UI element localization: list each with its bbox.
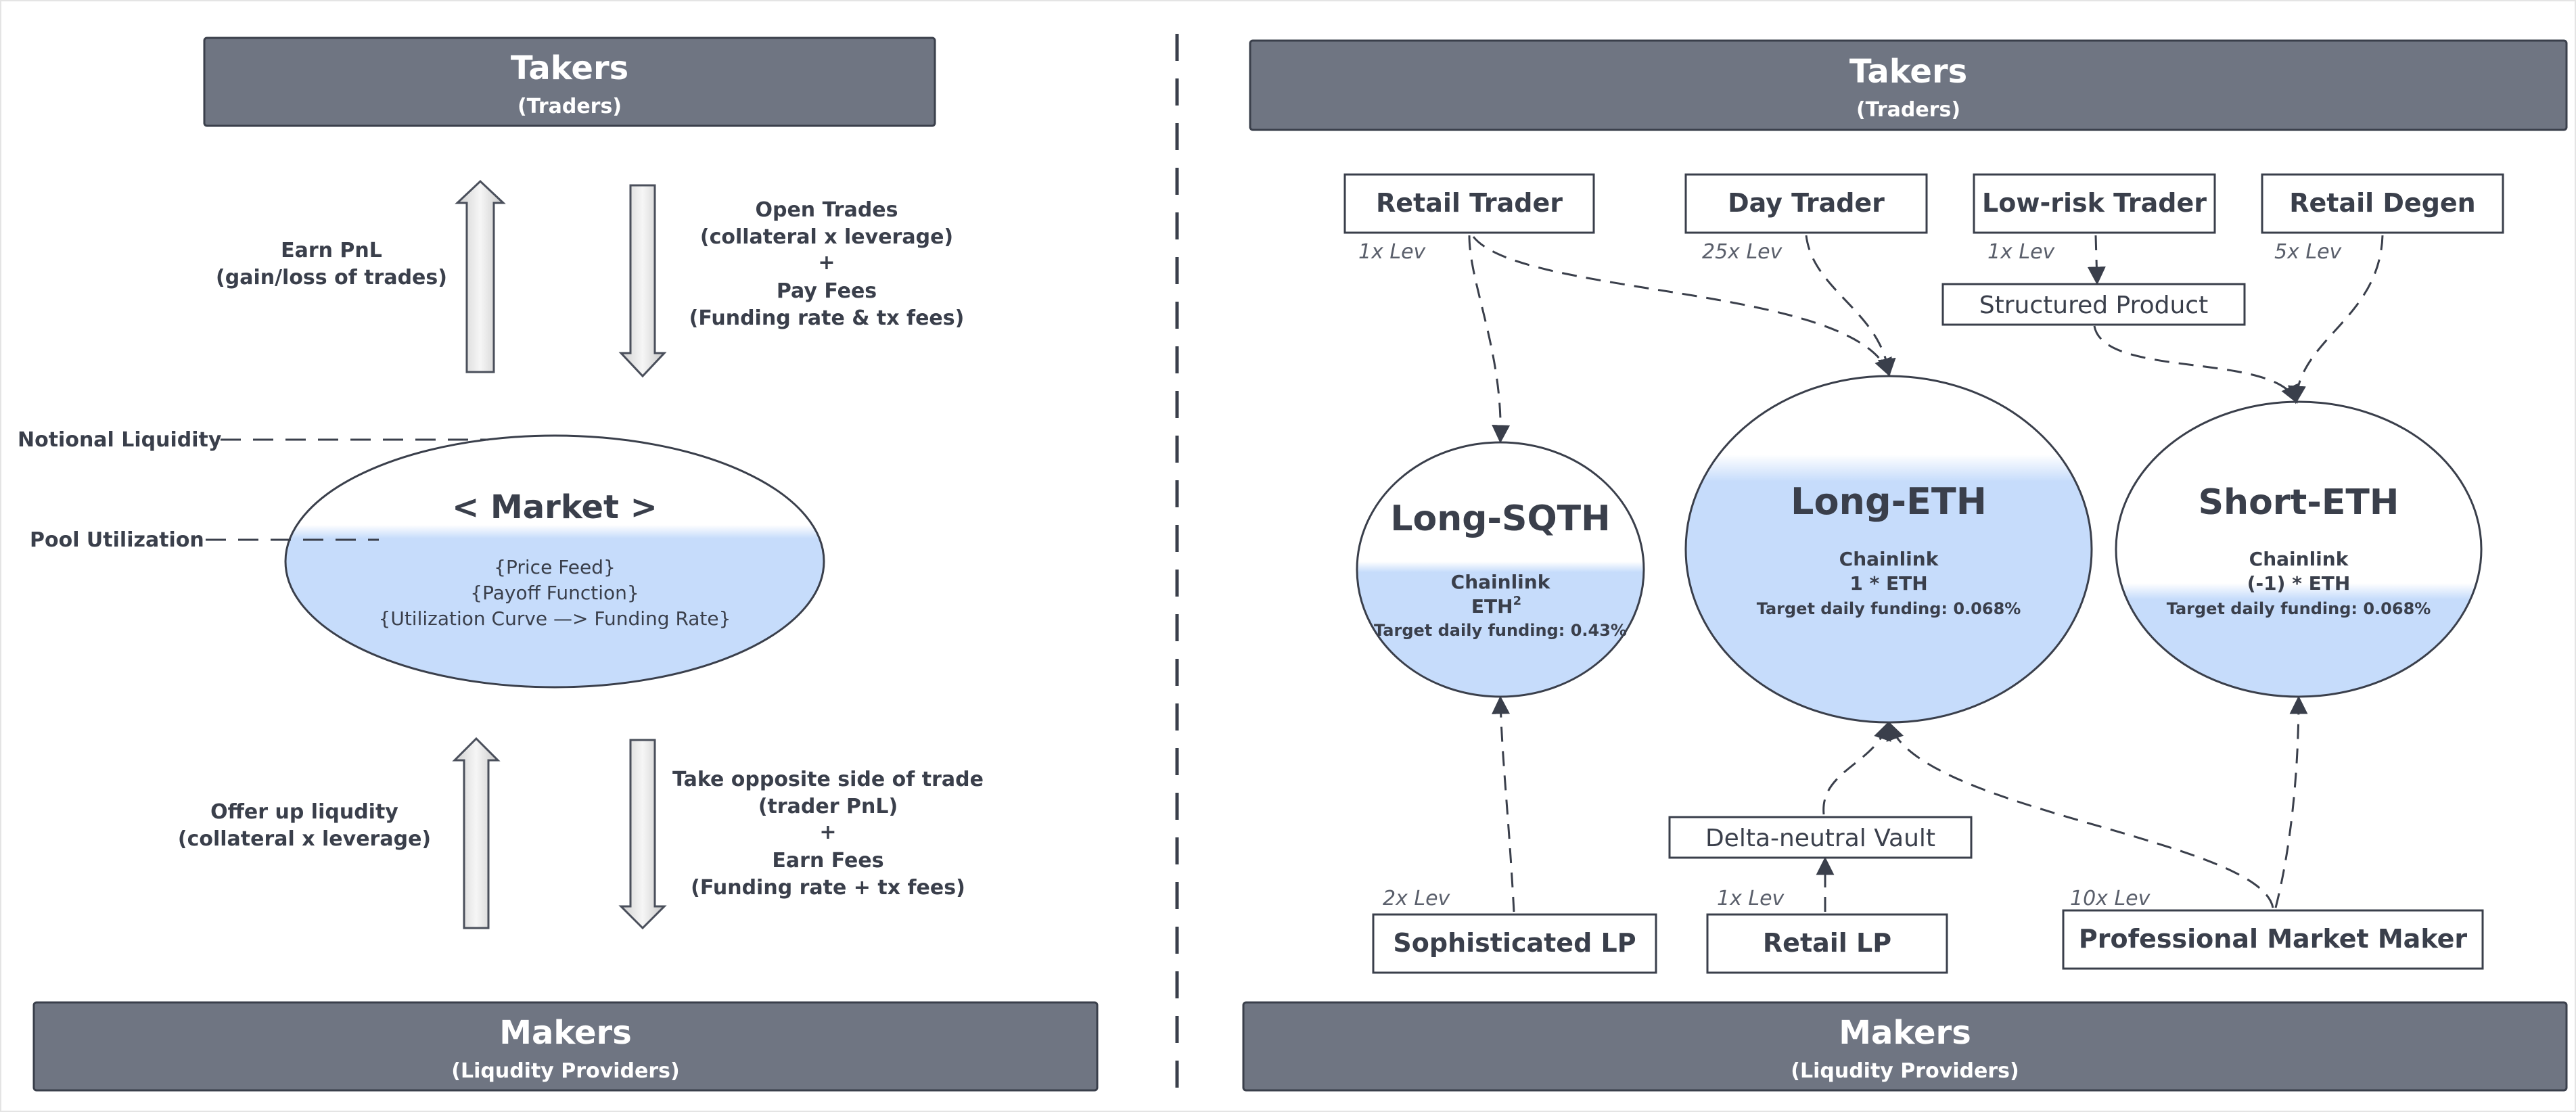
take-opposite-line-1: Take opposite side of trade — [672, 768, 984, 791]
left-makers-subtitle: (Liqudity Providers) — [451, 1059, 679, 1083]
trader-retail-degen: Retail Degen 5x Lev — [2261, 173, 2504, 264]
connector-sophisticated-lp-to-long-sqth — [1492, 695, 1515, 912]
trader-leverage: 1x Lev — [1358, 240, 1427, 264]
right-makers-banner: Makers (Liqudity Providers) — [1242, 1001, 2568, 1092]
notional-liquidity-label: Notional Liquidity — [18, 428, 222, 452]
right-makers-title: Makers — [1839, 1014, 1971, 1052]
market-funding: Target daily funding: 0.068% — [2167, 599, 2431, 618]
left-makers-banner: Makers (Liqudity Providers) — [32, 1001, 1099, 1092]
trader-label: Retail Trader — [1376, 188, 1563, 218]
lp-label: Professional Market Maker — [2079, 924, 2467, 954]
market-long-sqth: Long-SQTH Chainlink ETH2 Target daily fu… — [1356, 441, 1645, 698]
trader-leverage: 5x Lev — [2274, 240, 2343, 264]
connector-vault-to-long-eth — [1822, 721, 1891, 815]
market-funding: Target daily funding: 0.43% — [1374, 621, 1627, 640]
lp-leverage: 10x Lev — [2070, 887, 2151, 910]
market-payoff: 1 * ETH — [1849, 572, 1927, 595]
trader-label: Retail Degen — [2289, 188, 2475, 218]
connector-retail-trader-to-long-sqth — [1468, 235, 1511, 444]
connector-market-maker-to-short-eth — [2274, 695, 2308, 908]
connector-retail-degen-to-short-eth — [2287, 235, 2384, 404]
lp-label: Retail LP — [1763, 928, 1891, 958]
connector-market-maker-to-long-eth — [1886, 721, 2274, 908]
down-arrow-take-opposite — [618, 739, 667, 930]
market-ellipse: < Market > {Price Feed} {Payoff Function… — [284, 434, 825, 689]
pool-utilization-label: Pool Utilization — [30, 528, 204, 552]
market-title: Short-ETH — [2199, 482, 2399, 523]
down-arrow-open-trades — [618, 184, 667, 378]
connector-structured-product-to-short-eth — [2093, 325, 2298, 404]
take-opposite-line-4: Earn Fees — [772, 849, 883, 873]
lp-leverage: 1x Lev — [1717, 887, 1785, 910]
market-price-feed: {Price Feed} — [494, 556, 616, 578]
delta-neutral-vault-box: Delta-neutral Vault — [1668, 816, 1973, 859]
earn-pnl-line-2: (gain/loss of trades) — [216, 266, 447, 289]
trader-leverage: 25x Lev — [1702, 240, 1783, 264]
take-opposite-line-2: (trader PnL) — [758, 795, 898, 818]
up-arrow-earn-pnl — [455, 179, 506, 373]
right-makers-subtitle: (Liqudity Providers) — [1791, 1059, 2019, 1083]
market-payoff-function: {Payoff Function} — [470, 582, 639, 604]
market-payoff: (-1) * ETH — [2247, 572, 2351, 595]
market-payoff: ETH2 — [1471, 594, 1521, 618]
structured-product-box: Structured Product — [1941, 283, 2246, 326]
up-arrow-offer-liquidity — [452, 737, 501, 929]
trader-label: Day Trader — [1728, 188, 1885, 218]
trader-day-trader: Day Trader 25x Lev — [1684, 173, 1928, 264]
take-opposite-line-3: + — [819, 820, 836, 844]
left-takers-banner: Takers (Traders) — [203, 37, 936, 127]
left-makers-title: Makers — [499, 1014, 632, 1052]
market-title: Long-SQTH — [1390, 499, 1610, 539]
lp-professional-market-maker: Professional Market Maker 10x Lev — [2062, 887, 2484, 970]
trader-label: Low-risk Trader — [1982, 188, 2207, 218]
connector-day-trader-to-long-eth — [1805, 235, 1896, 377]
lp-retail-lp: Retail LP 1x Lev — [1706, 887, 1948, 974]
open-trades-line-2: (collateral x leverage) — [700, 225, 953, 249]
lp-sophisticated-lp: Sophisticated LP 2x Lev — [1372, 887, 1657, 974]
market-title: Long-ETH — [1791, 480, 1987, 523]
market-oracle: Chainlink — [2249, 548, 2349, 570]
open-trades-line-5: (Funding rate & tx fees) — [689, 306, 965, 330]
left-takers-title: Takers — [511, 49, 628, 87]
connector-retail-trader-to-long-eth — [1472, 236, 1892, 377]
offer-liquidity-line-2: (collateral x leverage) — [178, 827, 431, 851]
take-opposite-line-5: (Funding rate + tx fees) — [691, 876, 965, 900]
open-trades-line-1: Open Trades — [755, 198, 898, 222]
lp-label: Sophisticated LP — [1393, 928, 1636, 958]
right-takers-banner: Takers (Traders) — [1249, 39, 2568, 131]
market-title: < Market > — [452, 488, 658, 526]
earn-pnl-line-1: Earn PnL — [281, 239, 382, 262]
market-oracle: Chainlink — [1839, 548, 1939, 570]
open-trades-line-3: + — [818, 251, 835, 275]
connector-low-risk-trader-to-structured-product — [2087, 235, 2106, 285]
open-trades-line-4: Pay Fees — [777, 279, 877, 303]
structured-product-label: Structured Product — [1979, 292, 2208, 319]
market-utilization-curve: {Utilization Curve —> Funding Rate} — [379, 607, 731, 630]
delta-neutral-vault-label: Delta-neutral Vault — [1705, 825, 1935, 852]
market-funding: Target daily funding: 0.068% — [1757, 599, 2021, 618]
offer-liquidity-line-1: Offer up liqudity — [210, 800, 398, 824]
right-takers-title: Takers — [1849, 53, 1967, 91]
trader-retail-trader: Retail Trader 1x Lev — [1343, 173, 1595, 264]
lp-leverage: 2x Lev — [1383, 887, 1451, 910]
right-takers-subtitle: (Traders) — [1856, 98, 1960, 122]
trader-leverage: 1x Lev — [1987, 240, 2056, 264]
market-long-eth: Long-ETH Chainlink 1 * ETH Target daily … — [1684, 375, 2093, 724]
left-takers-subtitle: (Traders) — [518, 95, 622, 118]
market-short-eth: Short-ETH Chainlink (-1) * ETH Target da… — [2115, 400, 2483, 698]
market-oracle: Chainlink — [1451, 571, 1551, 593]
trader-low-risk-trader: Low-risk Trader 1x Lev — [1973, 173, 2216, 264]
